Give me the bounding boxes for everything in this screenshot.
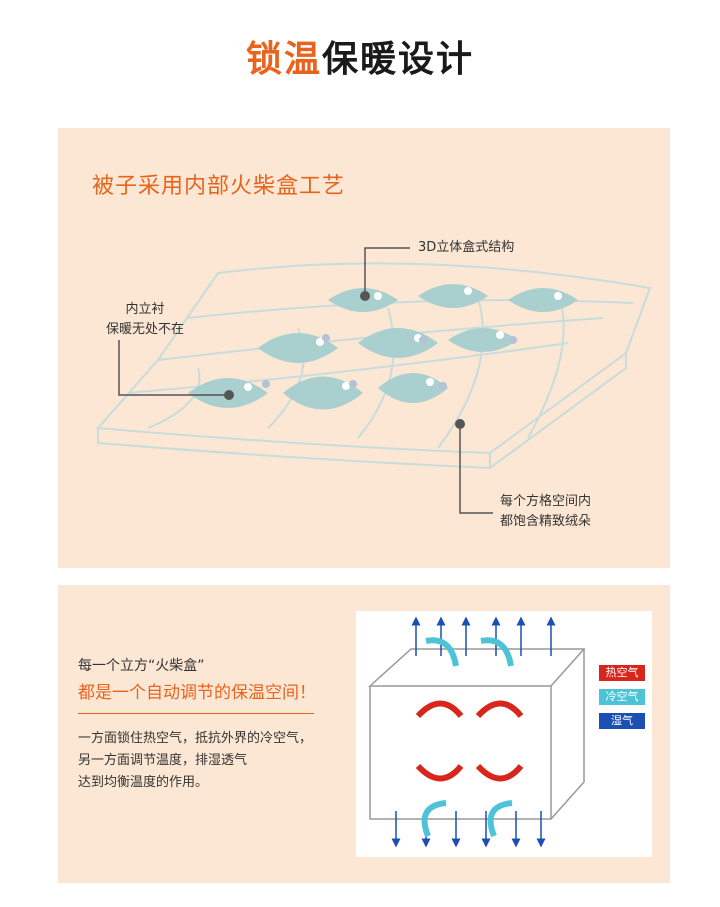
section1-heading: 被子采用内部火柴盒工艺 (92, 174, 346, 199)
air-flow-diagram: 热空气 冷空气 湿气 (356, 611, 652, 857)
legend-hot-air: 热空气 (599, 665, 645, 681)
quilt-illustration (95, 247, 652, 514)
matchbox-structure-panel: 被子采用内部火柴盒工艺 (58, 128, 670, 568)
section2-headline: 都是一个自动调节的保温空间！ (78, 683, 316, 703)
legend-cold-air: 冷空气 (599, 689, 645, 705)
page-title: 锁温保暖设计 (0, 30, 720, 82)
divider-line (78, 713, 314, 714)
title-accent: 锁温 (245, 39, 322, 80)
title-rest: 保暖设计 (322, 39, 475, 80)
label-3d-structure: 3D立体盒式结构 (418, 240, 515, 255)
cube-illustration (368, 616, 586, 848)
label-inner-lining: 内立衬 保暖无处不在 (105, 302, 184, 337)
section2-subtitle: 每一个立方“火柴盒” (78, 658, 205, 674)
auto-regulation-panel: 每一个立方“火柴盒” 都是一个自动调节的保温空间！ 一方面锁住热空气，抵抗外界的… (58, 585, 670, 883)
legend-moisture: 湿气 (599, 713, 645, 729)
label-grid-space: 每个方格空间内 都饱含精致绒朵 (500, 494, 592, 529)
section2-body: 一方面锁住热空气，抵抗外界的冷空气， 另一方面调节温度，排湿透气 达到均衡温度的… (78, 731, 313, 790)
